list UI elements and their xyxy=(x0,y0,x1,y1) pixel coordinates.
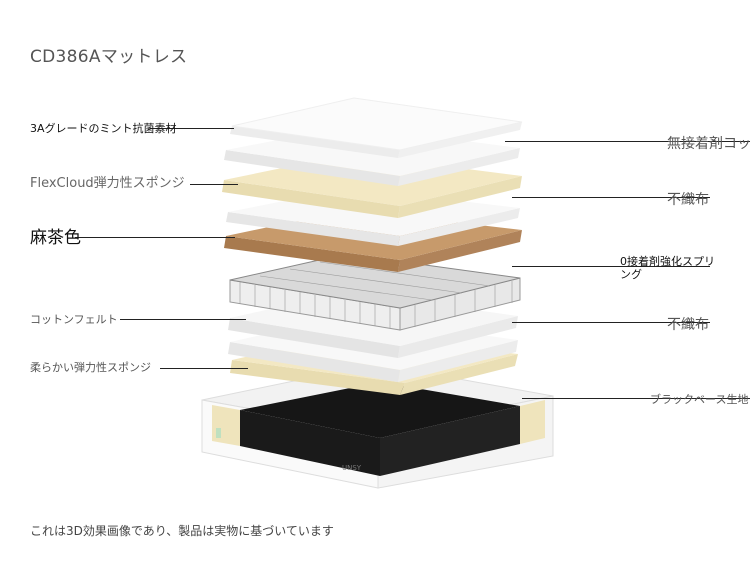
label-coir: 麻茶色 xyxy=(30,228,81,248)
label-flexcloud-sponge: FlexCloud弾力性スポンジ xyxy=(30,176,185,191)
base-brand-label: UNSY xyxy=(342,464,362,472)
leader-line-left-5 xyxy=(160,368,248,369)
label-antibacterial-fabric: 3Aグレードのミント抗菌素材 xyxy=(30,122,177,135)
leader-line-right-3 xyxy=(512,266,710,267)
label-nonwoven-upper: 不織布 xyxy=(667,192,709,208)
label-nonwoven-lower: 不織布 xyxy=(667,317,709,333)
label-cotton-felt: コットンフェルト xyxy=(30,313,118,326)
leader-line-right-4 xyxy=(512,322,710,323)
label-spring: 0接着剤強化スプリング xyxy=(620,255,715,281)
page-title: CD386Aマットレス xyxy=(30,47,188,67)
leader-line-right-1 xyxy=(505,141,750,142)
footnote: これは3D効果画像であり、製品は実物に基づいています xyxy=(30,524,334,538)
leader-line-left-4 xyxy=(120,319,246,320)
layer-spring-unit xyxy=(229,253,521,331)
leader-line-right-5 xyxy=(522,398,750,399)
label-adhesive-free-cotton: 無接着剤コッ xyxy=(667,136,750,152)
leader-line-left-1 xyxy=(150,128,234,129)
base-tray: UNSY xyxy=(201,363,554,489)
layer-top-fabric xyxy=(230,97,523,158)
leader-line-left-2 xyxy=(190,184,238,185)
label-black-base-fabric: ブラックベース生地 xyxy=(650,393,749,406)
leader-line-right-2 xyxy=(512,197,710,198)
leader-line-left-3 xyxy=(75,237,235,238)
label-soft-sponge: 柔らかい弾力性スポンジ xyxy=(30,361,151,374)
